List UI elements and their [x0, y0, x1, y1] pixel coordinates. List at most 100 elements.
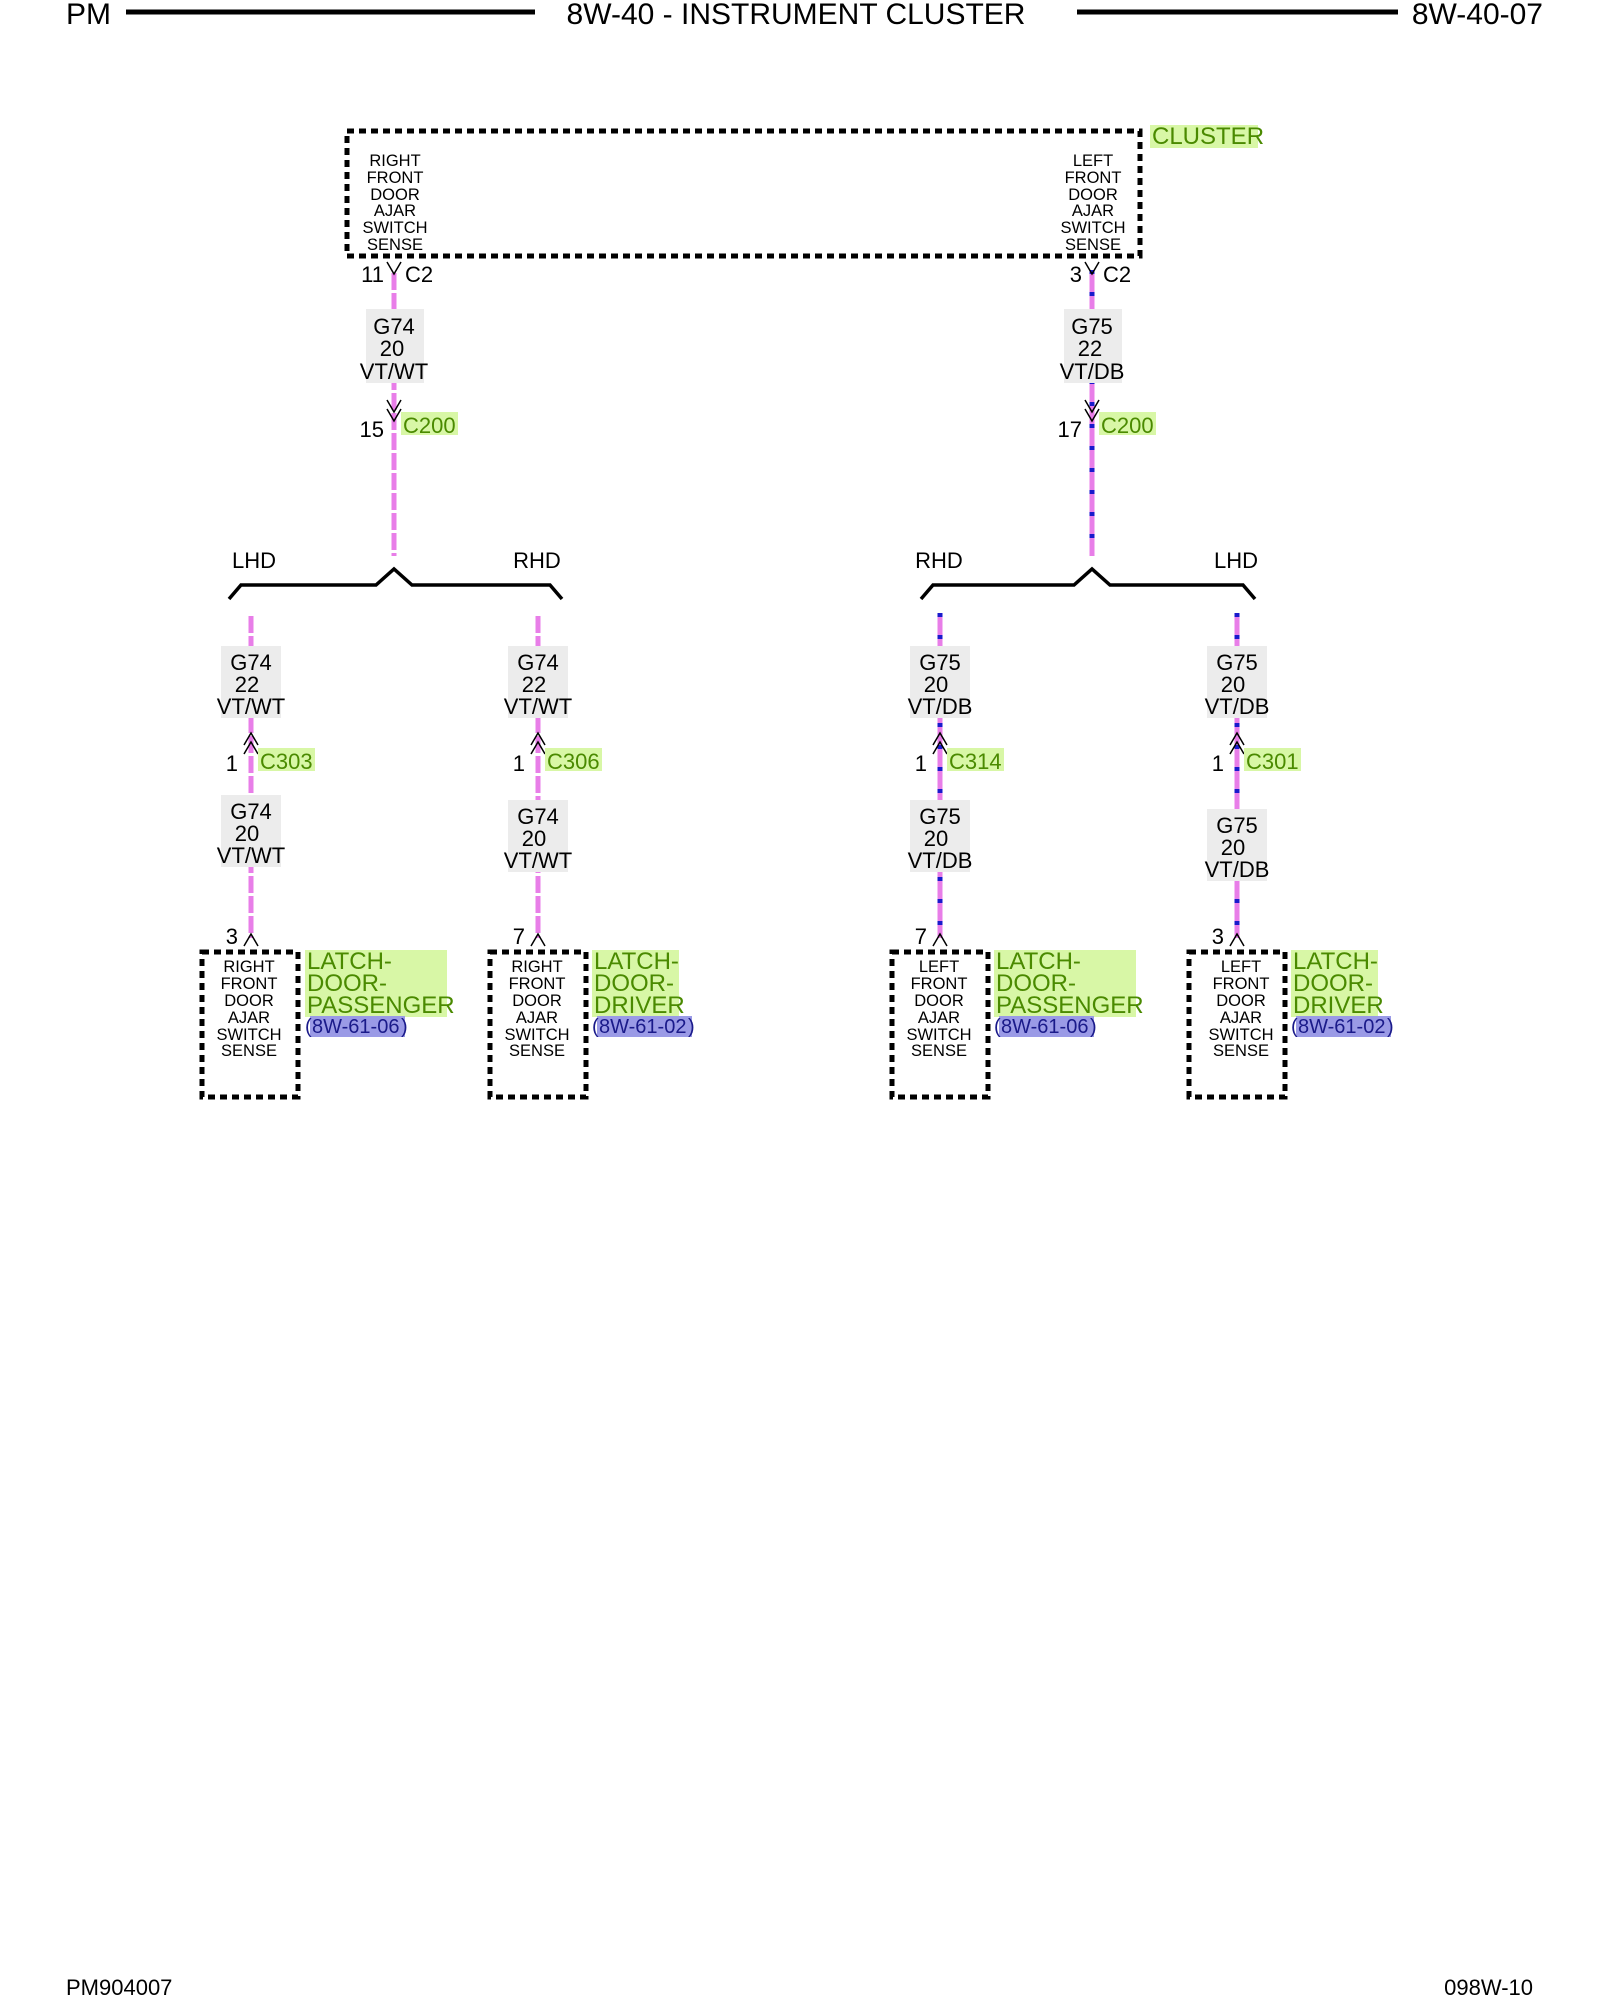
c306-pin: 1: [513, 751, 525, 776]
svg-text:VT/WT: VT/WT: [360, 359, 428, 384]
drop-3-reference-link[interactable]: ( 8W-61-06 ): [994, 1016, 1097, 1038]
wire-label-drop-3-upper: G75 20 VT/DB: [908, 646, 972, 719]
footer-left: PM904007: [66, 1975, 172, 2000]
drop-1-pin: 3: [226, 924, 238, 949]
drop-4-pin: 3: [1212, 924, 1224, 949]
svg-text:SWITCH: SWITCH: [362, 219, 427, 237]
wire-label-g74-upper: G74 20 VT/WT: [360, 309, 428, 384]
inline-connector-c200-left: 15 C200: [360, 399, 458, 442]
page-title: 8W-40 - INSTRUMENT CLUSTER: [567, 0, 1026, 31]
svg-text:DOOR-: DOOR-: [307, 970, 387, 997]
svg-text:AJAR: AJAR: [374, 202, 416, 220]
svg-text:G75: G75: [919, 650, 961, 675]
svg-text:8W-61-02[interactable]: 8W-61-02: [1298, 1016, 1385, 1038]
svg-text:20: 20: [924, 826, 948, 851]
svg-text:LATCH-: LATCH-: [307, 948, 392, 975]
svg-text:FRONT: FRONT: [1213, 975, 1270, 993]
drop-2: G74 22 VT/WT 1 C306 G74 20 VT/WT 7 RIGHT…: [487, 646, 695, 1100]
svg-text:VT/DB: VT/DB: [1060, 359, 1125, 384]
drop-1-sense-label: RIGHT FRONT DOOR AJAR SWITCH SENSE: [216, 958, 281, 1060]
svg-text:): ): [1090, 1016, 1097, 1038]
svg-text:AJAR: AJAR: [1072, 202, 1114, 220]
cluster-right-connector: C2: [405, 262, 433, 287]
connector-c306: C306: [547, 749, 600, 774]
svg-text:VT/WT: VT/WT: [504, 694, 572, 719]
svg-text:DOOR-: DOOR-: [1293, 970, 1373, 997]
svg-text:8W-61-06[interactable]: 8W-61-06: [312, 1016, 399, 1038]
svg-text:AJAR: AJAR: [1220, 1009, 1262, 1027]
svg-text:SENSE: SENSE: [911, 1042, 967, 1060]
cluster-box: [344, 128, 1143, 259]
svg-text:LEFT: LEFT: [919, 958, 959, 976]
drop-2-reference-link[interactable]: ( 8W-61-02 ): [592, 1016, 695, 1038]
c314-pin: 1: [915, 751, 927, 776]
drop-1-reference-link[interactable]: ( 8W-61-06 ): [305, 1016, 408, 1038]
c200-right-pin: 17: [1058, 417, 1082, 442]
svg-text:FRONT: FRONT: [1065, 169, 1122, 187]
svg-text:VT/DB: VT/DB: [908, 848, 973, 873]
svg-text:VT/WT: VT/WT: [504, 848, 572, 873]
svg-text:20: 20: [380, 336, 404, 361]
drop-1-component-name: LATCH- DOOR- PASSENGER: [305, 948, 455, 1019]
c303-pin: 1: [226, 751, 238, 776]
drop-1-component-box: [199, 949, 301, 1100]
connector-c314: C314: [949, 749, 1002, 774]
svg-text:(: (: [305, 1016, 312, 1038]
svg-text:SENSE: SENSE: [1065, 236, 1121, 254]
svg-text:20: 20: [924, 672, 948, 697]
inline-connector-c200-right: 17 C200: [1058, 399, 1156, 442]
branch-right-a-label: RHD: [915, 548, 963, 573]
drop-3: G75 20 VT/DB 1 C314 G75 20 VT/DB 7 LEFT …: [889, 646, 1144, 1100]
connector-c301: C301: [1246, 749, 1299, 774]
svg-text:LEFT: LEFT: [1221, 958, 1261, 976]
drop-4-component-name: LATCH- DOOR- DRIVER: [1291, 948, 1384, 1019]
svg-text:G74: G74: [517, 650, 559, 675]
drop-4-reference-link[interactable]: ( 8W-61-02 ): [1291, 1016, 1394, 1038]
cluster-module: CLUSTER RIGHT FRONT DOOR AJAR SWITCH SEN…: [344, 123, 1264, 259]
svg-text:(: (: [592, 1016, 599, 1038]
svg-text:DOOR-: DOOR-: [594, 970, 674, 997]
svg-text:22: 22: [235, 672, 259, 697]
svg-text:DOOR: DOOR: [370, 186, 420, 204]
svg-text:(: (: [1291, 1016, 1298, 1038]
svg-text:8W-61-06[interactable]: 8W-61-06: [1001, 1016, 1088, 1038]
connector-c303: C303: [260, 749, 313, 774]
drop-1: G74 22 VT/WT 1 C303 G74 20 VT/WT 3 RIGHT…: [199, 646, 455, 1100]
svg-text:8W-61-02[interactable]: 8W-61-02: [599, 1016, 686, 1038]
svg-text:DRIVER: DRIVER: [1293, 992, 1384, 1019]
wire-label-drop-3-lower: G75 20 VT/DB: [908, 800, 973, 873]
svg-text:DOOR: DOOR: [1068, 186, 1118, 204]
connector-c2-left-symbol: [1084, 261, 1100, 276]
cluster-connectors: 11 C2 3 C2: [361, 261, 1131, 287]
svg-text:SENSE: SENSE: [367, 236, 423, 254]
svg-text:RIGHT: RIGHT: [369, 152, 420, 170]
c200-left-name: C200: [403, 413, 456, 438]
header-left: PM: [66, 0, 111, 31]
drop-2-pin: 7: [513, 924, 525, 949]
svg-text:SWITCH: SWITCH: [1208, 1026, 1273, 1044]
svg-text:PASSENGER: PASSENGER: [307, 992, 455, 1019]
wire-label-drop-2-lower: G74 20 VT/WT: [504, 800, 572, 873]
cluster-left-sense-label: LEFT FRONT DOOR AJAR SWITCH SENSE: [1060, 152, 1125, 254]
svg-text:): ): [401, 1016, 408, 1038]
svg-text:20: 20: [1221, 672, 1245, 697]
svg-text:SWITCH: SWITCH: [216, 1026, 281, 1044]
svg-text:20: 20: [1221, 835, 1245, 860]
wire-label-g75-upper: G75 22 VT/DB: [1060, 309, 1125, 384]
svg-text:SENSE: SENSE: [1213, 1042, 1269, 1060]
svg-text:VT/DB: VT/DB: [1205, 857, 1270, 882]
cluster-right-pin: 11: [361, 262, 384, 287]
page-footer: PM904007 098W-10: [66, 1975, 1533, 2000]
svg-text:RIGHT: RIGHT: [511, 958, 562, 976]
c301-pin: 1: [1212, 751, 1224, 776]
cluster-right-sense-label: RIGHT FRONT DOOR AJAR SWITCH SENSE: [362, 152, 427, 254]
svg-text:SWITCH: SWITCH: [504, 1026, 569, 1044]
branch-split-left: LHD RHD: [227, 548, 564, 601]
svg-text:G75: G75: [919, 804, 961, 829]
svg-text:SENSE: SENSE: [509, 1042, 565, 1060]
header-right: 8W-40-07: [1412, 0, 1543, 31]
branch-left-a-label: LHD: [232, 548, 276, 573]
svg-text:AJAR: AJAR: [516, 1009, 558, 1027]
c200-right-name: C200: [1101, 413, 1154, 438]
svg-text:DOOR-: DOOR-: [996, 970, 1076, 997]
